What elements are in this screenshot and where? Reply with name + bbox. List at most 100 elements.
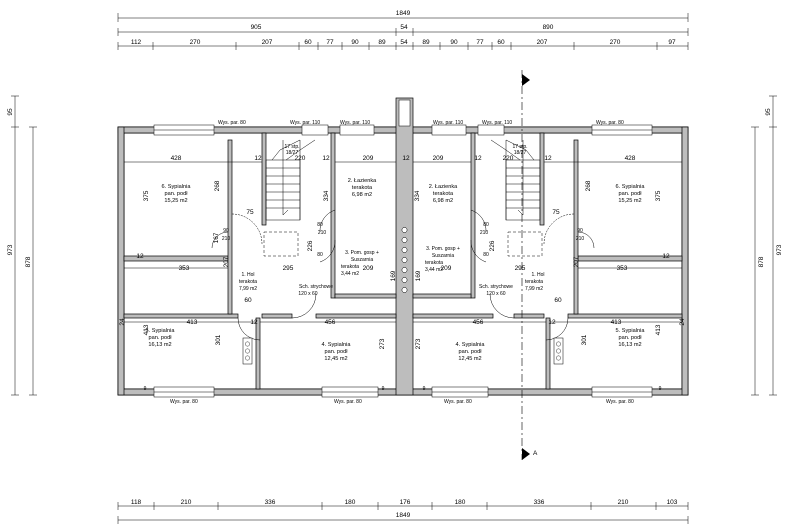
svg-text:2. Łazienka: 2. Łazienka [348, 178, 377, 184]
svg-text:210: 210 [576, 236, 585, 242]
svg-text:334: 334 [414, 190, 421, 201]
svg-text:Sch. strychowe: Sch. strychowe [479, 284, 513, 290]
svg-text:terakota: terakota [425, 260, 443, 266]
dim-60b: 60 [497, 39, 505, 46]
bottom-total-dim: 1849 [396, 512, 411, 519]
dim-60: 60 [304, 39, 312, 46]
svg-text:1. Hol: 1. Hol [531, 272, 544, 278]
svg-text:353: 353 [617, 265, 628, 272]
right-dim-878: 878 [758, 256, 765, 267]
bottom-window-labels: Wys. par. 80 Wys. par. 80 Wys. par. 80 W… [170, 399, 634, 405]
bottom-dim-336b: 336 [534, 499, 545, 506]
svg-text:3,44 m2: 3,44 m2 [425, 267, 443, 273]
window-label-top-5: Wys. par. 110 [482, 120, 512, 126]
svg-text:12: 12 [250, 319, 258, 326]
svg-text:pan. podł: pan. podł [164, 191, 188, 197]
svg-text:12: 12 [136, 253, 144, 260]
chimney-vents [401, 227, 408, 293]
top-dim-54: 54 [400, 24, 408, 31]
bottom-dim-336: 336 [265, 499, 276, 506]
window-label-top-1: Wys. par. 80 [218, 120, 246, 126]
svg-text:413: 413 [187, 319, 198, 326]
window-label-top-2: Wys. par. 110 [290, 120, 320, 126]
stairs-right [490, 139, 541, 221]
bottom-dimension-lines: 118 210 336 180 176 180 336 210 103 1849 [117, 499, 689, 524]
svg-text:12: 12 [662, 253, 670, 260]
dim-89b: 89 [422, 39, 430, 46]
svg-text:428: 428 [171, 155, 182, 162]
room-label-hall-left: 1. Hol terakota 7,99 m2 [239, 272, 257, 292]
svg-text:9: 9 [423, 386, 426, 392]
svg-text:terakota: terakota [239, 279, 257, 285]
window-label-top-6: Wys. par. 80 [596, 120, 624, 126]
svg-text:353: 353 [179, 265, 190, 272]
bottom-dim-210b: 210 [618, 499, 629, 506]
right-dimension-lines: 95 973 878 [751, 95, 783, 396]
svg-text:12: 12 [254, 155, 262, 162]
svg-text:456: 456 [473, 319, 484, 326]
bottom-windows [153, 386, 653, 398]
svg-text:pan. podł: pan. podł [458, 349, 482, 355]
top-dim-905: 905 [251, 24, 262, 31]
dim-97: 97 [668, 39, 676, 46]
svg-text:12: 12 [322, 155, 330, 162]
section-marker-bottom: A [533, 450, 538, 457]
bottom-dim-103: 103 [667, 499, 678, 506]
room-label-bedroom4-left: 4. Sypialnia pan. podł 12,45 m2 [322, 342, 352, 362]
svg-text:17 stp.: 17 stp. [512, 144, 527, 150]
svg-text:210: 210 [480, 230, 489, 236]
svg-text:terakota: terakota [352, 185, 373, 191]
window-label-bottom-2: Wys. par. 80 [334, 399, 362, 405]
svg-text:60: 60 [554, 297, 562, 304]
left-dim-878: 878 [25, 256, 32, 267]
svg-text:375: 375 [143, 190, 150, 201]
left-dimension-lines: 95 973 878 [7, 95, 37, 396]
window-label-top-4: Wys. par. 110 [433, 120, 463, 126]
bottom-dim-176: 176 [400, 499, 411, 506]
svg-text:3. Pom. gosp +: 3. Pom. gosp + [345, 250, 379, 256]
section-line-a: A [521, 70, 538, 460]
svg-text:12: 12 [402, 155, 410, 162]
top-dimension-lines: 1849 905 54 890 112 270 [117, 10, 689, 50]
svg-text:268: 268 [585, 180, 592, 191]
svg-text:9: 9 [144, 386, 147, 392]
svg-text:Sch. strychowe: Sch. strychowe [299, 284, 333, 290]
svg-text:17 stp.: 17 stp. [284, 144, 299, 150]
dim-77: 77 [326, 39, 334, 46]
svg-text:9: 9 [382, 386, 385, 392]
attic-stair-label-right: Sch. strychowe 120 x 60 [479, 284, 513, 297]
svg-text:5. Sypialnia: 5. Sypialnia [146, 328, 176, 334]
svg-text:268: 268 [214, 180, 221, 191]
window-label-bottom-4: Wys. par. 80 [606, 399, 634, 405]
svg-text:413: 413 [611, 319, 622, 326]
left-dim-95: 95 [7, 108, 14, 116]
dim-207: 207 [262, 39, 273, 46]
dim-112: 112 [131, 39, 142, 46]
svg-text:295: 295 [515, 265, 526, 272]
svg-text:207: 207 [223, 256, 230, 267]
svg-text:75: 75 [552, 209, 560, 216]
svg-text:456: 456 [325, 319, 336, 326]
room-label-bathroom-left: 2. Łazienka terakota 6,98 m2 [348, 178, 377, 198]
left-dim-973: 973 [7, 244, 14, 255]
walls [117, 97, 689, 396]
svg-text:80: 80 [317, 252, 323, 258]
svg-text:273: 273 [415, 338, 422, 349]
svg-text:4. Sypialnia: 4. Sypialnia [322, 342, 352, 348]
svg-text:3. Pom. gosp +: 3. Pom. gosp + [426, 246, 460, 252]
svg-text:226: 226 [489, 240, 496, 251]
svg-text:80: 80 [317, 222, 323, 228]
right-dim-95: 95 [765, 108, 772, 116]
svg-text:6. Sypialnia: 6. Sypialnia [616, 184, 646, 190]
room-label-utility-right: 3. Pom. gosp + Suszarnia terakota 3,44 m… [425, 246, 460, 273]
svg-text:220: 220 [503, 155, 514, 162]
window-label-bottom-3: Wys. par. 80 [444, 399, 472, 405]
svg-text:7,99 m2: 7,99 m2 [525, 286, 543, 292]
svg-text:3,44 m2: 3,44 m2 [341, 271, 359, 277]
dim-54: 54 [400, 39, 408, 46]
room-label-bedroom6-left: 6. Sypialnia pan. podł 15,25 m2 [162, 184, 192, 204]
bottom-dim-180: 180 [345, 499, 356, 506]
svg-text:2. Łazienka: 2. Łazienka [429, 184, 458, 190]
svg-text:12,45 m2: 12,45 m2 [458, 356, 481, 362]
